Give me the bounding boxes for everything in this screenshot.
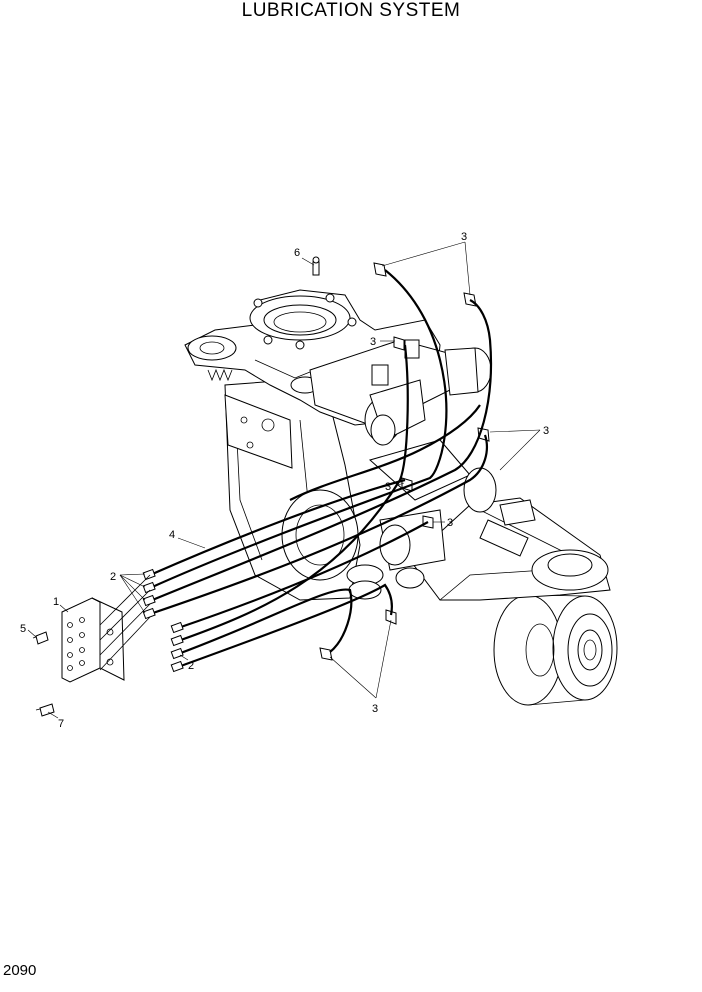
lower-cylinders <box>346 439 497 600</box>
page-number: 2090 <box>3 962 37 979</box>
callout-1: 1 <box>53 596 59 608</box>
callout-3-middle: 3 <box>385 481 391 493</box>
page-title: LUBRICATION SYSTEM <box>241 0 461 21</box>
fitting-5 <box>32 631 49 645</box>
leader-lines <box>27 241 541 719</box>
cylinder-block <box>309 339 492 446</box>
callout-labels: 1 2 2 3 3 3 3 3 3 4 5 6 7 <box>20 231 549 730</box>
callout-3-bottom: 3 <box>372 703 378 715</box>
callout-2-lower: 2 <box>188 660 194 672</box>
callout-2-upper: 2 <box>110 571 116 583</box>
callout-6: 6 <box>294 247 300 259</box>
distribution-block <box>61 574 151 683</box>
wheel-assembly <box>493 594 618 706</box>
hose-end-nipples <box>142 568 184 673</box>
callout-7: 7 <box>58 718 64 730</box>
fitting-7 <box>35 703 55 717</box>
callout-5: 5 <box>20 623 26 635</box>
callout-3-upper-left: 3 <box>370 336 376 348</box>
callout-4: 4 <box>169 529 175 541</box>
callout-3-right: 3 <box>543 425 549 437</box>
grease-hoses <box>149 269 493 669</box>
callout-3-top: 3 <box>461 231 467 243</box>
callout-3-middle-right: 3 <box>447 517 453 529</box>
